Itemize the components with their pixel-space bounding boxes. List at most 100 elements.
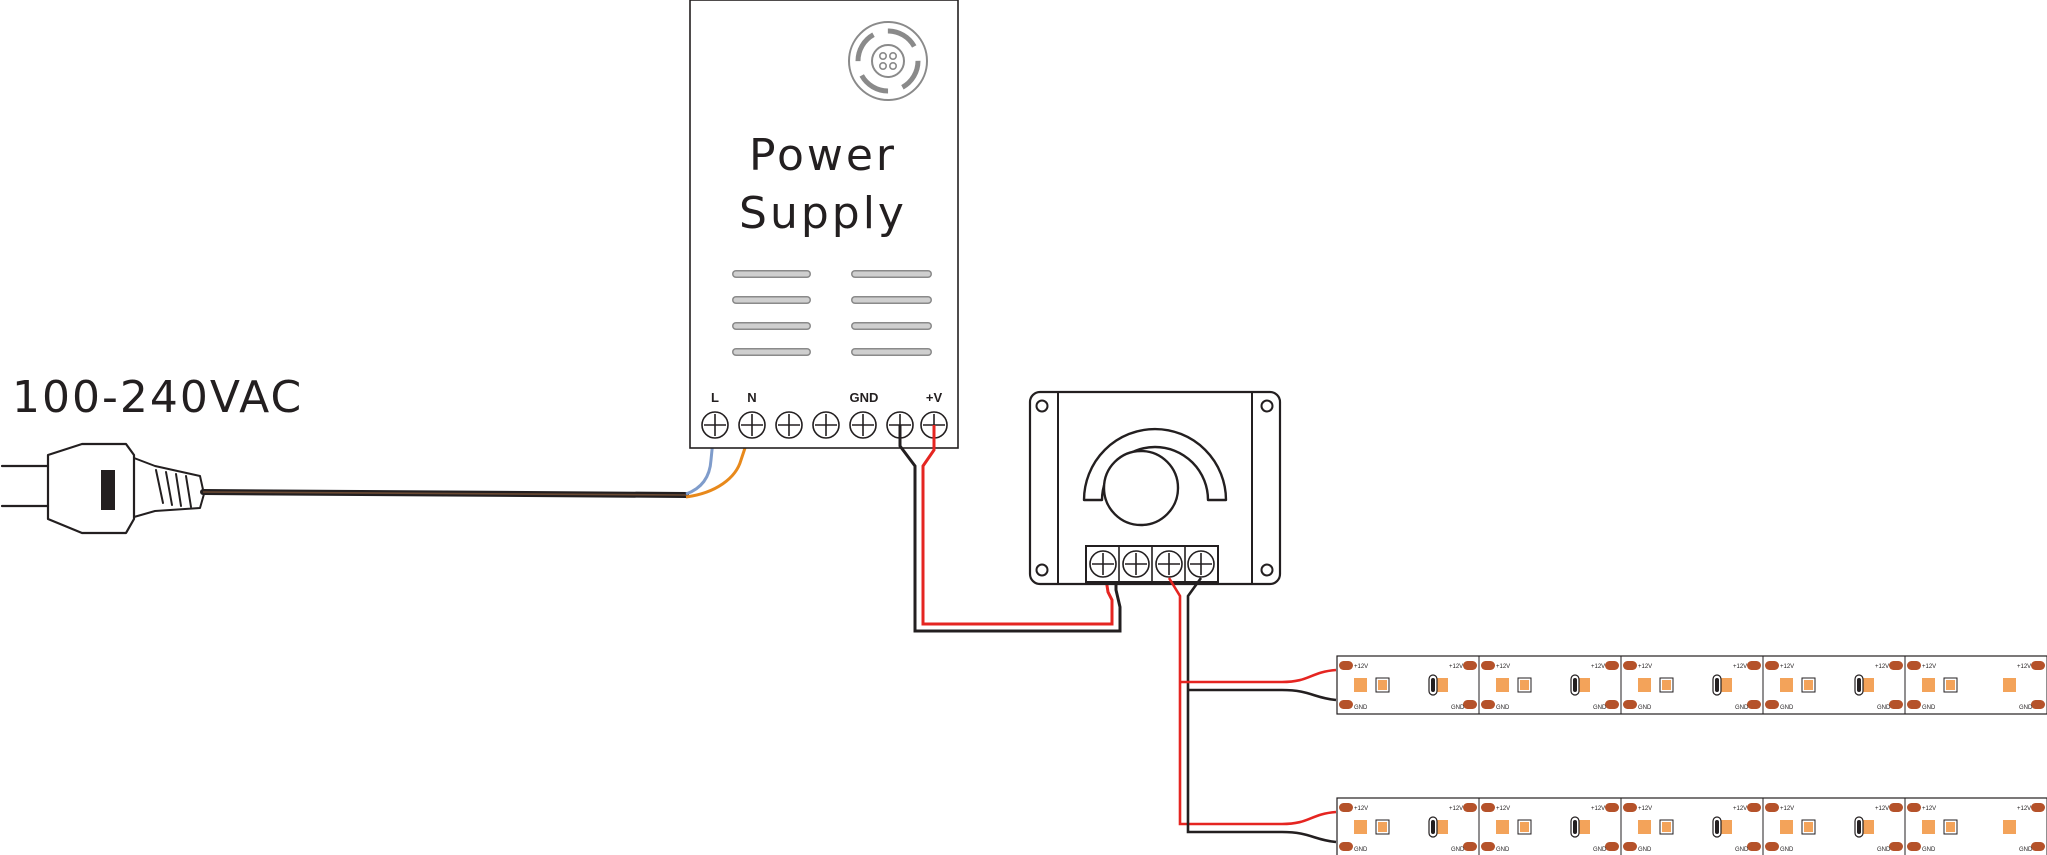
solder-pad [1481, 661, 1495, 670]
pad-label-plus: +12V [1875, 806, 1889, 812]
pad-label-gnd: GND [1922, 705, 1936, 711]
pad-label-plus: +12V [2017, 806, 2031, 812]
dimmer-knob-icon [1082, 427, 1228, 527]
pad-label-plus: +12V [1780, 664, 1794, 670]
pad-label-gnd: GND [1496, 847, 1510, 853]
pad-label-plus: +12V [1875, 664, 1889, 670]
solder-pad [1623, 700, 1637, 709]
live-wire [685, 429, 716, 496]
led-chip [2003, 820, 2016, 834]
pad-label-gnd: GND [1451, 847, 1465, 853]
solder-pad [1747, 700, 1761, 709]
power-supply-title-line2: Supply [739, 188, 907, 239]
pad-label-gnd: GND [1780, 847, 1794, 853]
terminal-label-plus-v: +V [926, 390, 943, 405]
terminal-screw [812, 411, 840, 439]
mount-hole [1260, 563, 1274, 577]
pad-label-gnd: GND [1877, 847, 1891, 853]
led-chip [1804, 680, 1813, 690]
led-chip [1638, 678, 1651, 692]
solder-pad [1463, 842, 1477, 851]
pad-label-plus: +12V [1449, 806, 1463, 812]
pad-label-gnd: GND [1451, 705, 1465, 711]
solder-pad [1339, 842, 1353, 851]
led-chip [1861, 820, 1874, 834]
led-chip [1719, 678, 1732, 692]
pad-label-gnd: GND [2019, 705, 2033, 711]
terminal-screw-gnd [849, 411, 877, 439]
led-chip [1520, 822, 1529, 832]
solder-pad [1339, 803, 1353, 812]
led-chip [1638, 820, 1651, 834]
led-strip: +12V GND +12V GND +12V GND +12V GND +12V GND +12V G… [1336, 797, 2047, 855]
led-chip [1496, 820, 1509, 834]
resistor [1857, 678, 1861, 692]
resistor [1431, 820, 1435, 834]
power-plug-icon [0, 442, 205, 535]
led-chip [1520, 680, 1529, 690]
led-chip [1577, 678, 1590, 692]
solder-pad [1765, 803, 1779, 812]
pad-label-plus: +12V [1922, 806, 1936, 812]
led-chip [1861, 678, 1874, 692]
dimmer-screw [1122, 550, 1150, 578]
led-chip [1354, 678, 1367, 692]
led-chip [1922, 678, 1935, 692]
dimmer-positive-out [1167, 577, 1337, 826]
mount-hole [1035, 399, 1049, 413]
pad-label-plus: +12V [1591, 806, 1605, 812]
led-chip [1662, 822, 1671, 832]
pad-label-gnd: GND [2019, 847, 2033, 853]
pad-label-gnd: GND [1735, 847, 1749, 853]
pad-label-gnd: GND [1735, 705, 1749, 711]
terminal-screw-n [738, 411, 766, 439]
solder-pad [1463, 803, 1477, 812]
led-chip [1922, 820, 1935, 834]
led-chip [1946, 822, 1955, 832]
solder-pad [1765, 842, 1779, 851]
solder-pad [2031, 803, 2045, 812]
solder-pad [1747, 842, 1761, 851]
led-chip [1354, 820, 1367, 834]
pad-label-plus: +12V [1496, 664, 1510, 670]
strip1-negative-wire [1188, 688, 1337, 702]
solder-pad [1907, 661, 1921, 670]
pad-label-plus: +12V [1638, 664, 1652, 670]
resistor [1573, 820, 1577, 834]
pad-label-plus: +12V [1354, 806, 1368, 812]
solder-pad [1481, 700, 1495, 709]
pad-label-gnd: GND [1638, 705, 1652, 711]
pad-label-gnd: GND [1496, 705, 1510, 711]
pad-label-plus: +12V [1496, 806, 1510, 812]
solder-pad [1339, 661, 1353, 670]
solder-pad [2031, 661, 2045, 670]
solder-pad [2031, 700, 2045, 709]
solder-pad [1889, 842, 1903, 851]
neutral-wire [685, 429, 753, 499]
led-chip [1496, 678, 1509, 692]
pad-label-plus: +12V [1638, 806, 1652, 812]
pad-label-gnd: GND [1877, 705, 1891, 711]
resistor [1573, 678, 1577, 692]
solder-pad [1907, 842, 1921, 851]
pad-label-gnd: GND [1593, 847, 1607, 853]
power-supply: Power Supply L N GND +V [689, 0, 959, 449]
pad-label-gnd: GND [1638, 847, 1652, 853]
pad-label-plus: +12V [1449, 664, 1463, 670]
solder-pad [1889, 700, 1903, 709]
dimmer-screw [1155, 550, 1183, 578]
resistor [1715, 820, 1719, 834]
led-chip [1780, 678, 1793, 692]
resistor [1431, 678, 1435, 692]
psu-negative-wire [898, 425, 1122, 633]
pad-label-plus: +12V [1733, 806, 1747, 812]
mount-hole [1260, 399, 1274, 413]
solder-pad [1605, 661, 1619, 670]
solder-pad [1623, 661, 1637, 670]
pad-label-gnd: GND [1922, 847, 1936, 853]
led-chip [1435, 820, 1448, 834]
solder-pad [1623, 803, 1637, 812]
terminal-label-l: L [711, 390, 719, 405]
solder-pad [1747, 803, 1761, 812]
